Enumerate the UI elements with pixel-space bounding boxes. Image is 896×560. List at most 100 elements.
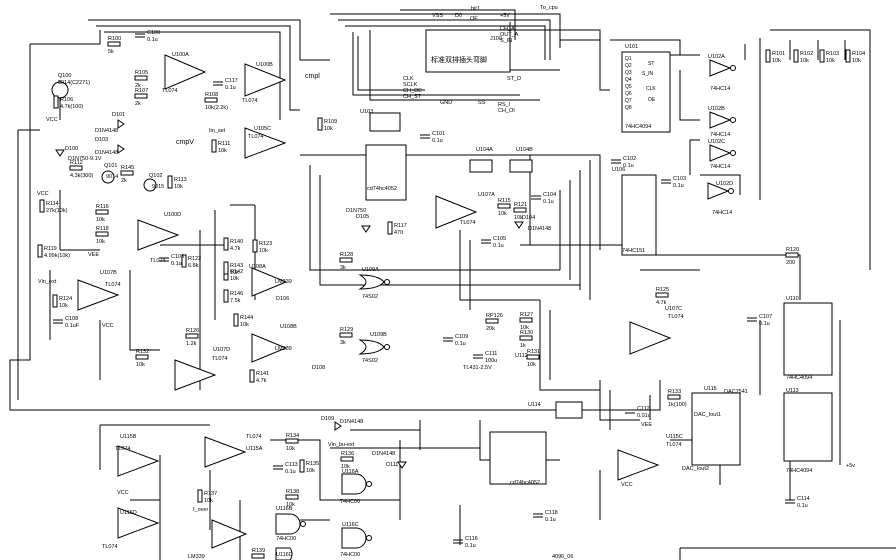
svg-text:U102A: U102A [708, 54, 725, 60]
net-rs-i: RS_I [498, 102, 511, 108]
resistor-ref: R138 [286, 489, 299, 495]
resistor-ref: R106 [60, 97, 73, 103]
svg-text:D1N750-9.1V: D1N750-9.1V [68, 156, 102, 162]
resistor-value: 4.99k(10k) [44, 253, 70, 259]
ic-u114: U114 cd74hc4052 [489, 401, 583, 486]
capacitor-value: 0.1u [493, 243, 504, 249]
resistor-ref: R109 [324, 119, 337, 125]
ic-ref: U113 [786, 388, 799, 394]
resistor-ref: R120 [786, 247, 799, 253]
svg-text:U102B: U102B [708, 106, 725, 112]
ic-ref: U115 [704, 386, 717, 392]
svg-text:Q7: Q7 [625, 98, 632, 104]
resistor-ref: R125 [656, 287, 669, 293]
label-dac-iout1: DAC_Iout1 [694, 412, 721, 418]
label-vcc-1: VCC [46, 117, 58, 123]
ic-u115: U115 DAC7541 [691, 386, 748, 466]
resistor-value: 10k [218, 148, 227, 154]
capacitor-value: 0.1u [147, 37, 158, 43]
svg-text:D109: D109 [321, 416, 334, 422]
resistor-ref: R139 [252, 548, 265, 554]
opamps: U100A TL074 U100B TL074 U105C TL074 U100… [77, 52, 684, 560]
resistor-r107: R107 2k [134, 88, 148, 107]
svg-text:D103: D103 [95, 137, 108, 143]
svg-text:74HC00: 74HC00 [276, 536, 296, 542]
resistor-value: 5k [108, 49, 114, 55]
resistor-value: 4.7k(100) [60, 104, 83, 110]
ic-part: 74HC4094 [786, 375, 812, 381]
svg-text:LM339: LM339 [275, 279, 292, 285]
net-5v: +5V [500, 13, 510, 19]
resistor-ref: R115 [498, 198, 511, 204]
resistor-ref: R134 [286, 433, 299, 439]
capacitor-value: 0.1u [432, 138, 443, 144]
ic-part: DAC7541 [724, 389, 748, 395]
capacitor-ref: C118 [545, 510, 558, 516]
resistor-ref: R130 [520, 330, 533, 336]
label-i-over: I_over [193, 507, 208, 513]
resistor-value: 10k [514, 215, 523, 221]
svg-text:74S02: 74S02 [362, 294, 378, 300]
svg-text:S_IN: S_IN [642, 71, 654, 77]
resistor-ref: R107 [135, 88, 148, 94]
resistor-value: 10k [324, 126, 333, 132]
svg-text:8014(C2271): 8014(C2271) [58, 80, 90, 86]
capacitor-value: 0.1u [797, 503, 808, 509]
resistor-value: 2k [135, 101, 141, 107]
label-plus5v: +5v [846, 463, 855, 469]
wire-network [9, 9, 871, 560]
svg-text:Q100: Q100 [58, 73, 71, 79]
resistor-value: 10k [306, 468, 315, 474]
svg-text:D1N4148: D1N4148 [340, 419, 363, 425]
resistor-ref: R102 [800, 51, 813, 57]
net-vss: VSS [432, 13, 443, 19]
resistor-value: 10k [230, 276, 239, 282]
resistor-ref: R146 [230, 291, 243, 297]
label-dac-iout2: DAC_Iout2 [682, 466, 709, 472]
connector-ref: J100 [490, 36, 502, 42]
resistor-value: 10k [96, 239, 105, 245]
ic-part: 74HC151 [622, 248, 645, 254]
resistor-ref: R132 [136, 349, 149, 355]
net-labels: cmpl cmpV Vin_ext Iin_set Vin_bu-ext I_o… [37, 73, 855, 560]
net-gnd: GND [440, 100, 452, 106]
capacitor-value: 100u [485, 358, 497, 364]
resistor-ref: R116 [96, 204, 109, 210]
svg-text:U108A: U108A [249, 264, 266, 270]
svg-text:TL074: TL074 [212, 356, 228, 362]
resistor-value: 4.3k(300) [70, 173, 93, 179]
resistor-value: 10k [59, 303, 68, 309]
resistor-value: 7.5k [230, 298, 241, 304]
resistor-ref: R104 [852, 51, 865, 57]
inverters-u102: U102A 74HC14 U102B 74HC14 U102C 74HC14 U… [707, 54, 736, 216]
ic-u103: U103 cd74hc4052 [360, 109, 407, 201]
resistor-ref: R143 [230, 263, 243, 269]
svg-text:D111: D111 [386, 462, 398, 468]
capacitor-value: 0.1u [455, 341, 466, 347]
ic-u113: U113 74HC4094 [783, 388, 833, 474]
net-ch-oe: CH_OE [403, 88, 422, 94]
svg-text:Q4: Q4 [625, 77, 632, 83]
resistor-ref: R108 [205, 92, 218, 98]
ic-ref: U103 [360, 109, 373, 115]
svg-text:Q8: Q8 [625, 105, 632, 111]
capacitor-ref: C105 [493, 236, 506, 242]
resistor-value: 10k [772, 58, 781, 64]
svg-text:9014: 9014 [106, 174, 118, 180]
